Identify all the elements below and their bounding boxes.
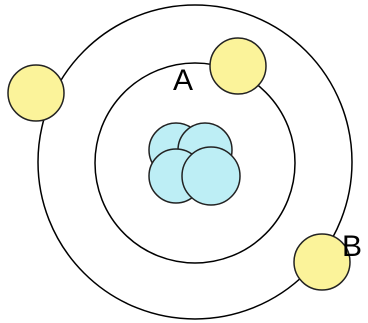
label-b: B [342,230,363,263]
outer-orbit [37,4,353,320]
electron-outer-left [7,64,65,122]
label-a: A [173,64,194,97]
electron-a [209,37,267,95]
electron-b [293,233,351,291]
nucleus-particle [181,146,241,206]
nucleus [148,122,241,206]
inner-orbit [94,62,296,264]
